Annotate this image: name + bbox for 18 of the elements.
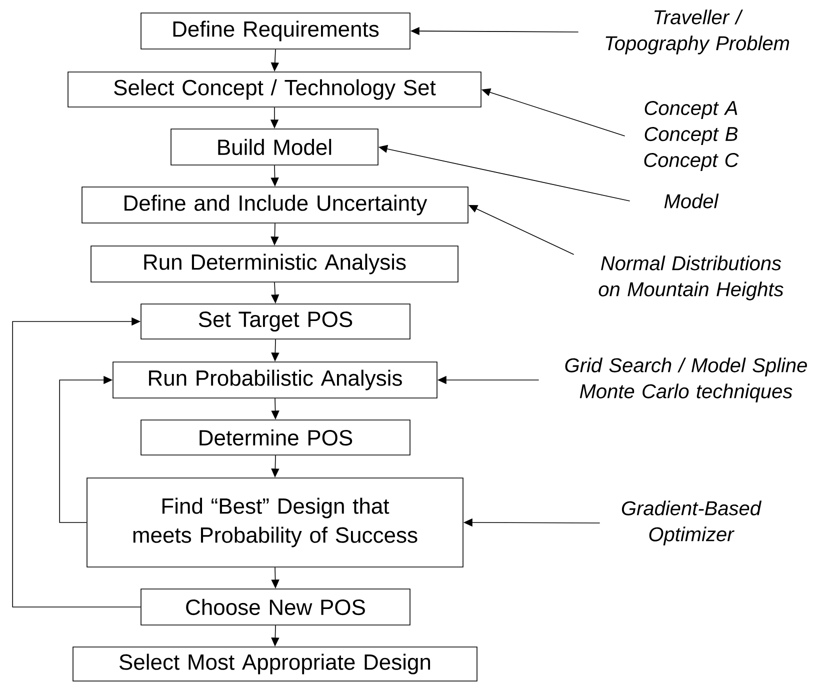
process-box: Select Concept / Technology Set <box>68 72 482 108</box>
process-box: Run Deterministic Analysis <box>90 246 458 282</box>
annotation-text: Traveller / Topography Problem <box>606 10 790 54</box>
process-box: Build Model <box>170 128 378 166</box>
process-box: Define and Include Uncertainty <box>82 186 468 224</box>
annotation-text: Gradient-Based Optimizer <box>622 500 762 546</box>
annotation-text: Grid Search / Model Spline Monte Carlo techniques <box>565 358 807 402</box>
process-box: Find “Best” Design that meets Probability of Success <box>86 478 464 568</box>
annotation-text: Normal Distributions on Mountain Heights <box>598 256 784 300</box>
process-box: Run Probabilistic Analysis <box>112 362 438 398</box>
process-box: Select Most Appropriate Design <box>72 646 478 682</box>
process-box: Define Requirements <box>140 12 410 50</box>
process-box: Determine POS <box>140 420 410 456</box>
annotation-text: Model <box>664 194 719 208</box>
process-box: Choose New POS <box>140 588 410 626</box>
annotation-text: Concept A Concept B Concept C <box>644 100 739 172</box>
arrow <box>12 317 142 608</box>
process-box: Set Target POS <box>140 304 410 340</box>
